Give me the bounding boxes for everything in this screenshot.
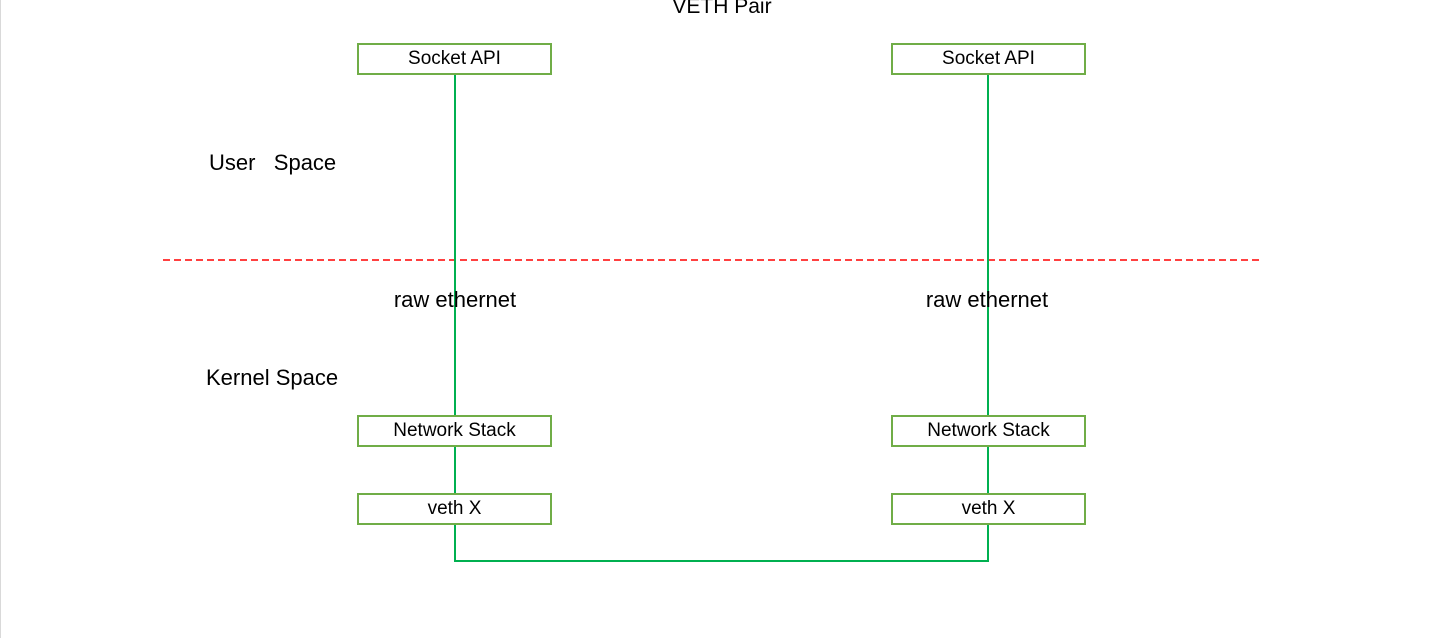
left-socket-api-label: Socket API — [408, 48, 501, 69]
left-raw-ethernet-label: raw ethernet — [393, 287, 517, 312]
right-socket-api-label: Socket API — [942, 48, 1035, 69]
left-veth-box: veth X — [357, 493, 552, 525]
right-raw-ethernet-label: raw ethernet — [925, 287, 1049, 312]
left-socket-api-box: Socket API — [357, 43, 552, 75]
left-network-stack-label: Network Stack — [393, 420, 516, 441]
kernel-space-label: Kernel Space — [206, 365, 339, 390]
left-network-stack-box: Network Stack — [357, 415, 552, 447]
user-space-label: User Space — [209, 150, 337, 175]
right-network-stack-box: Network Stack — [891, 415, 1086, 447]
page-left-border — [0, 0, 1, 638]
right-socket-api-box: Socket API — [891, 43, 1086, 75]
diagram-title: VETH Pair — [672, 0, 772, 18]
left-veth-label: veth X — [427, 498, 482, 519]
right-network-stack-label: Network Stack — [927, 420, 1050, 441]
right-veth-box: veth X — [891, 493, 1086, 525]
right-veth-label: veth X — [961, 498, 1016, 519]
